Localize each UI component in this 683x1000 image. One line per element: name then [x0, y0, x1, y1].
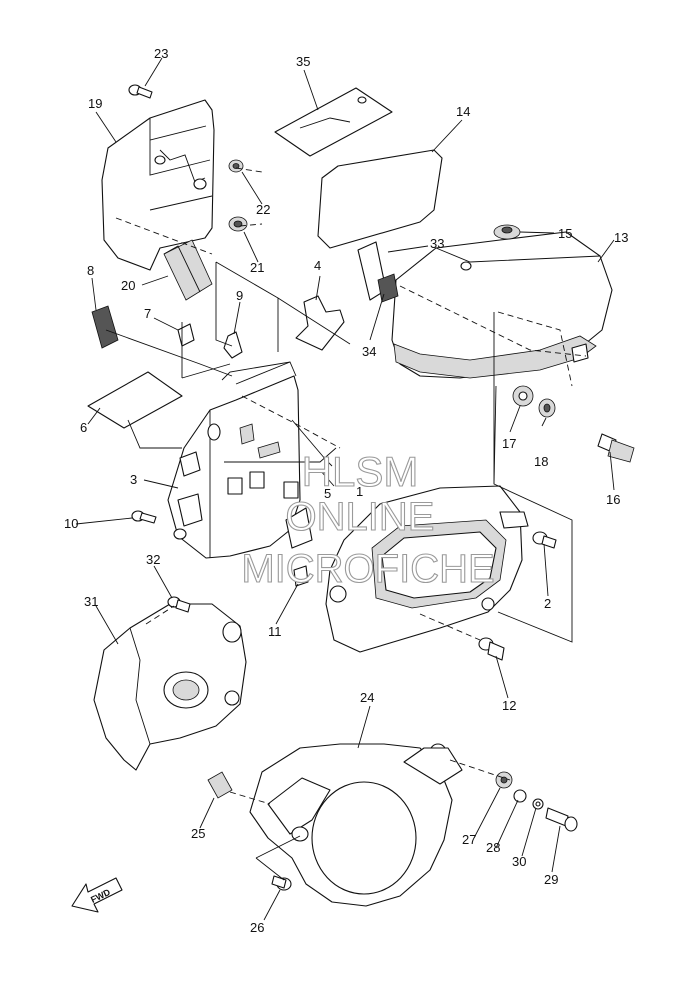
part-16-screw — [597, 433, 635, 463]
watermark: HLSM ONLINE MICROFICHE — [241, 447, 495, 591]
callout-31: 31 — [84, 594, 98, 609]
callout-12: 12 — [502, 698, 516, 713]
part-7-clip — [177, 323, 195, 347]
part-35-pad — [274, 87, 393, 157]
callout-30: 30 — [512, 854, 526, 869]
part-15-cap — [493, 224, 521, 240]
callout-20: 20 — [121, 278, 135, 293]
part-13-tank-cover — [391, 231, 613, 379]
callout-5: 5 — [324, 486, 331, 501]
part-17-nut — [512, 385, 534, 407]
callout-4: 4 — [314, 258, 321, 273]
callout-10: 10 — [64, 516, 78, 531]
callout-6: 6 — [80, 420, 87, 435]
callout-32: 32 — [146, 552, 160, 567]
fwd-arrow-icon: FWD — [71, 877, 123, 913]
part-14-pad — [317, 149, 443, 249]
part-9-clip — [223, 331, 243, 359]
part-3-battery-box — [167, 361, 313, 559]
callout-15: 15 — [558, 226, 572, 241]
part-22-grommet — [228, 159, 244, 173]
callout-22: 22 — [256, 202, 270, 217]
callout-21: 21 — [250, 260, 264, 275]
callout-25: 25 — [191, 826, 205, 841]
callout-3: 3 — [130, 472, 137, 487]
callout-17: 17 — [502, 436, 516, 451]
part-12-bolt — [478, 637, 505, 661]
part-1-airbox — [325, 485, 529, 653]
callout-7: 7 — [144, 306, 151, 321]
part-2-bolt — [532, 531, 557, 549]
part-27-grommet — [495, 771, 513, 789]
part-20-damper — [163, 239, 213, 301]
part-23-bolt — [128, 84, 153, 99]
part-30-washer — [532, 798, 544, 810]
callout-9: 9 — [236, 288, 243, 303]
watermark-line-1: HLSM — [302, 448, 419, 495]
callout-26: 26 — [250, 920, 264, 935]
part-4-bracket — [295, 295, 345, 351]
part-24-sprocket-cover — [249, 743, 463, 907]
part-11-clip — [293, 565, 309, 587]
callout-29: 29 — [544, 872, 558, 887]
callout-35: 35 — [296, 54, 310, 69]
part-29-bolt — [545, 807, 578, 832]
callout-14: 14 — [456, 104, 470, 119]
part-25-grommet — [207, 771, 233, 799]
callout-33: 33 — [430, 236, 444, 251]
callout-24: 24 — [360, 690, 374, 705]
callout-19: 19 — [88, 96, 102, 111]
callout-18: 18 — [534, 454, 548, 469]
callout-11: 11 — [268, 624, 282, 639]
part-10-bolt — [131, 510, 157, 524]
callout-numbers: 23 19 35 14 22 21 20 8 4 9 7 33 34 13 15… — [64, 46, 628, 935]
callout-13: 13 — [614, 230, 628, 245]
part-32-bolt — [167, 596, 191, 613]
callout-1: 1 — [356, 484, 363, 499]
callout-8: 8 — [87, 263, 94, 278]
callout-27: 27 — [462, 832, 476, 847]
part-21-grommet — [228, 216, 248, 232]
watermark-line-3: MICROFICHE — [241, 547, 494, 591]
part-6-sheet — [87, 371, 183, 429]
part-8-pad — [91, 305, 119, 349]
part-34-strip — [377, 273, 399, 303]
part-18-grommet — [538, 398, 556, 418]
part-28-collar — [513, 789, 527, 803]
leader-lines — [75, 57, 615, 921]
callout-2: 2 — [544, 596, 551, 611]
alignment-lines — [105, 167, 587, 881]
watermark-line-2: ONLINE — [286, 495, 435, 539]
callout-34: 34 — [362, 344, 376, 359]
part-31-cover — [93, 603, 247, 771]
part-19-side-cover — [101, 99, 215, 271]
callout-28: 28 — [486, 840, 500, 855]
callout-16: 16 — [606, 492, 620, 507]
callout-23: 23 — [154, 46, 168, 61]
